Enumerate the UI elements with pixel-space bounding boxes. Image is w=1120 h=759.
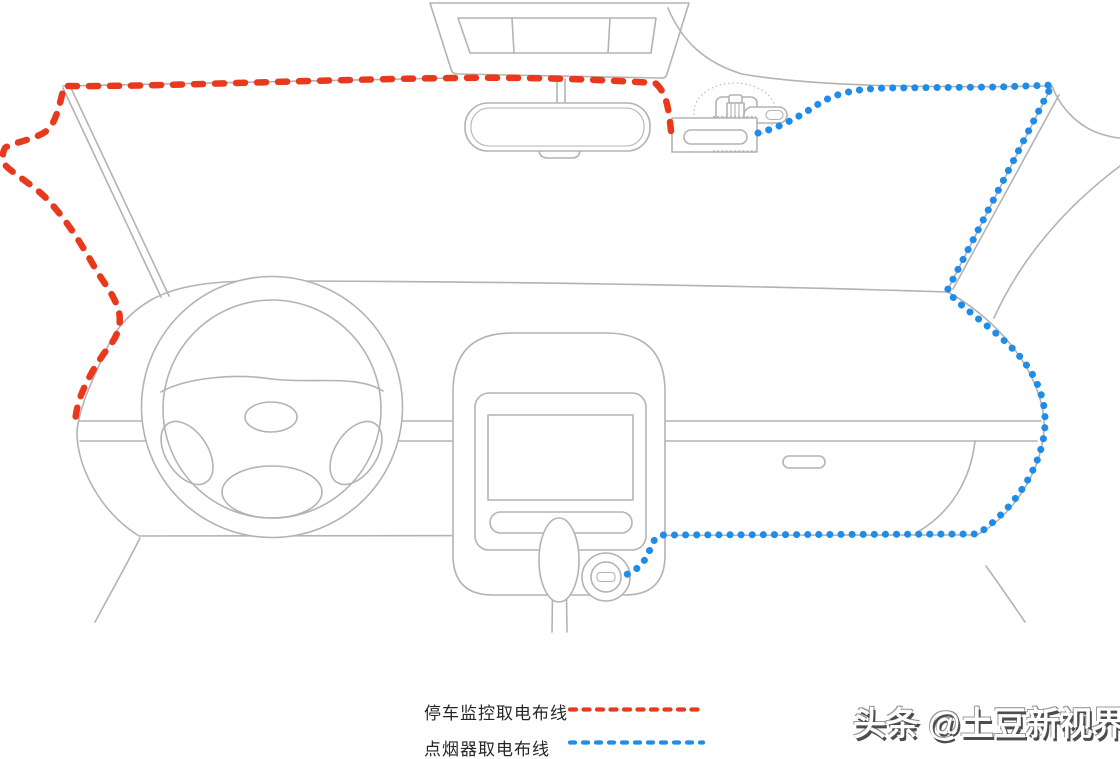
cigarette-lighter-socket — [581, 552, 631, 602]
headliner-edge-right — [667, 7, 1053, 88]
overhead-console-outline — [429, 2, 690, 79]
watermark: 头条 @土豆新视界 — [853, 705, 1120, 742]
parking-wire-route — [0, 74, 675, 431]
socket-inner-ring — [590, 561, 622, 593]
shifter-knob — [538, 517, 580, 603]
spoke-cutout-bottom — [221, 465, 323, 519]
gear-shifter — [538, 517, 580, 633]
door-sill-curve — [993, 165, 1120, 319]
rearview-mirror — [464, 78, 651, 159]
mirror-glass — [470, 107, 645, 147]
mirror-body — [464, 102, 651, 152]
console-outline — [452, 332, 666, 596]
legend-line-lighter — [567, 740, 706, 745]
socket-slot — [596, 571, 616, 583]
glovebox-handle — [782, 455, 826, 469]
spoke-cutout-right — [329, 420, 383, 486]
car-interior-illustration — [0, 2, 1120, 633]
legend-label-parking: 停车监控取电布线 — [424, 704, 568, 723]
infotainment-screen — [487, 414, 634, 501]
socket-outer-ring — [581, 552, 631, 602]
left-a-pillar — [62, 87, 170, 298]
glovebox-edge-curve — [915, 440, 976, 534]
lighter-wire-route — [614, 81, 1058, 581]
steering-wheel-pad-top — [160, 375, 384, 393]
steering-wheel — [140, 275, 404, 539]
roof-corner-curve — [1051, 85, 1120, 139]
dashcam-lens-slot — [683, 129, 748, 145]
overhead-console — [429, 2, 690, 79]
legend-line-parking — [567, 707, 706, 712]
center-console — [452, 332, 666, 596]
horn-button — [244, 401, 298, 433]
overhead-console-divider-left — [511, 17, 515, 54]
overhead-console-recess — [457, 17, 657, 54]
parking-monitor-wire — [0, 74, 675, 431]
legend-label-lighter: 点烟器取电布线 — [424, 740, 550, 759]
mirror-bottom-tab — [538, 150, 581, 159]
headliner — [62, 7, 1053, 88]
power-plug-notch — [728, 94, 743, 104]
dashcam-unit — [671, 82, 788, 153]
plug-barrel-tip — [765, 109, 784, 121]
spoke-cutout-left — [160, 420, 214, 486]
overhead-console-divider-right — [607, 17, 611, 54]
steering-wheel-rim-outer — [140, 275, 404, 539]
cigarette-lighter-wire — [614, 81, 1058, 581]
left-footwell-curve — [94, 537, 141, 623]
right-footwell-curve — [985, 565, 1026, 623]
